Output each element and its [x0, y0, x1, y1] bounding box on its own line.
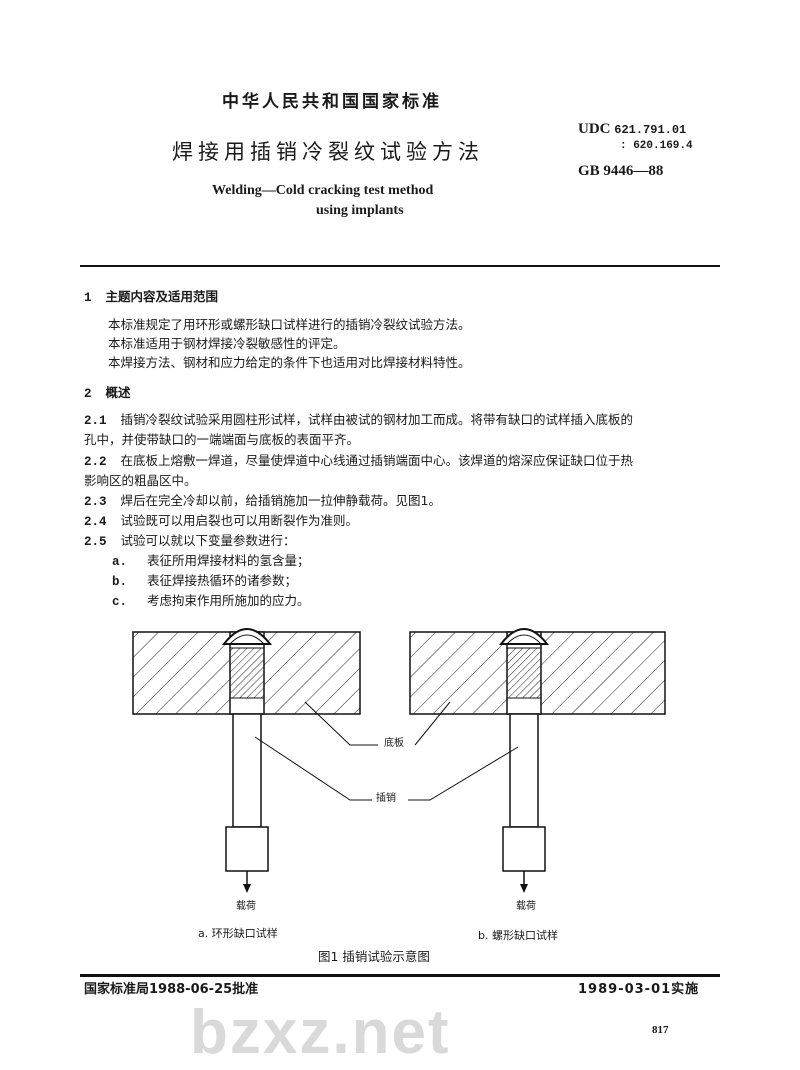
paragraph: 本焊接方法、钢材和应力给定的条件下也适用对比焊接材料特性。	[108, 355, 471, 370]
footer-rule	[80, 974, 720, 977]
leader-pin-right	[408, 746, 519, 801]
udc-2: : 620.169.4	[620, 140, 693, 152]
clause-2-2-cont: 影响区的粗晶区中。	[84, 473, 197, 488]
clause-2-1-cont: 孔中，并使带缺口的一端端面与底板的表面平齐。	[84, 432, 360, 447]
caption-a: a. 环形缺口试样	[198, 927, 278, 940]
base-plate-left	[132, 628, 361, 715]
list-item-a: a. 表征所用焊接材料的氢含量；	[112, 553, 310, 570]
standard-type: 中华人民共和国国家标准	[222, 92, 442, 112]
gb-number: GB 9446—88	[578, 163, 664, 179]
list-marker: a.	[112, 555, 128, 569]
section-title: 主题内容及适用范围	[105, 289, 219, 304]
clause-text: 插销冷裂纹试验采用圆柱形试样，试样由被试的钢材加工而成。将带有缺口的试样插入底板…	[120, 412, 634, 427]
figure-caption: 图1 插销试验示意图	[318, 949, 430, 964]
clause-2-1: 2.1 插销冷裂纹试验采用圆柱形试样，试样由被试的钢材加工而成。将带有缺口的试样插…	[84, 412, 633, 429]
clause-num: 2.1	[84, 414, 107, 428]
clause-num: 2.2	[84, 455, 107, 469]
clause-2-5: 2.5 试验可以就以下变量参数进行：	[84, 533, 296, 550]
list-marker: b.	[112, 575, 128, 589]
leader-pin-left	[254, 736, 372, 801]
page-number: 817	[652, 1024, 669, 1036]
list-text: 表征所用焊接材料的氢含量；	[147, 553, 310, 568]
label-load-a: 载荷	[236, 901, 256, 912]
list-marker: c.	[112, 595, 128, 609]
list-item-c: c. 考虑拘束作用所施加的应力。	[112, 593, 310, 610]
caption-b: b. 螺形缺口试样	[478, 929, 558, 942]
header-rule	[80, 265, 720, 267]
leader-plate-left	[304, 701, 378, 746]
base-plate-right	[409, 628, 666, 715]
section-1-heading: 1 主题内容及适用范围	[84, 289, 218, 306]
label-base-plate: 底板	[384, 738, 404, 749]
clause-text: 焊后在完全冷却以前，给插销施加一拉伸静载荷。见图1。	[120, 493, 441, 508]
section-2-heading: 2 概述	[84, 385, 131, 402]
approval-date: 国家标准局1988-06-25批准	[84, 982, 259, 997]
udc-label: UDC	[578, 121, 611, 137]
clause-text: 试验可以就以下变量参数进行：	[120, 533, 296, 548]
paragraph: 本标准适用于钢材焊接冷裂敏感性的评定。	[108, 336, 346, 351]
title-en-line1: Welding—Cold cracking test method	[212, 183, 434, 198]
figure-1-diagram	[132, 628, 666, 893]
clause-num: 2.4	[84, 515, 107, 529]
paragraph: 本标准规定了用环形或螺形缺口试样进行的插销冷裂纹试验方法。	[108, 317, 471, 332]
section-num: 2	[84, 387, 92, 401]
implant-pin-left	[225, 713, 269, 893]
implementation-date: 1989-03-01实施	[578, 982, 700, 997]
implant-pin-right	[502, 713, 546, 893]
udc-1: 621.791.01	[614, 123, 687, 137]
udc: UDC 621.791.01	[578, 120, 686, 138]
list-text: 表征焊接热循环的诸参数；	[147, 573, 298, 588]
clause-num: 2.5	[84, 535, 107, 549]
clause-num: 2.3	[84, 495, 107, 509]
clause-2-2: 2.2 在底板上熔敷一焊道，尽量使焊道中心线通过插销端面中心。该焊道的熔深应保证缺…	[84, 453, 633, 470]
section-title: 概述	[105, 385, 131, 400]
leader-plate-right	[414, 701, 451, 746]
list-item-b: b. 表征焊接热循环的诸参数；	[112, 573, 297, 590]
title-en-line2: using implants	[316, 203, 404, 218]
label-implant-pin: 插销	[376, 793, 396, 804]
clause-2-3: 2.3 焊后在完全冷却以前，给插销施加一拉伸静载荷。见图1。	[84, 493, 441, 510]
label-load-b: 载荷	[516, 901, 536, 912]
section-num: 1	[84, 291, 92, 305]
watermark: bzxz.net	[190, 998, 451, 1067]
list-text: 考虑拘束作用所施加的应力。	[147, 593, 310, 608]
clause-text: 在底板上熔敷一焊道，尽量使焊道中心线通过插销端面中心。该焊道的熔深应保证缺口位于…	[120, 453, 634, 468]
clause-2-4: 2.4 试验既可以用启裂也可以用断裂作为准则。	[84, 513, 358, 530]
clause-text: 试验既可以用启裂也可以用断裂作为准则。	[120, 513, 359, 528]
title-cn: 焊接用插销冷裂纹试验方法	[172, 140, 484, 164]
